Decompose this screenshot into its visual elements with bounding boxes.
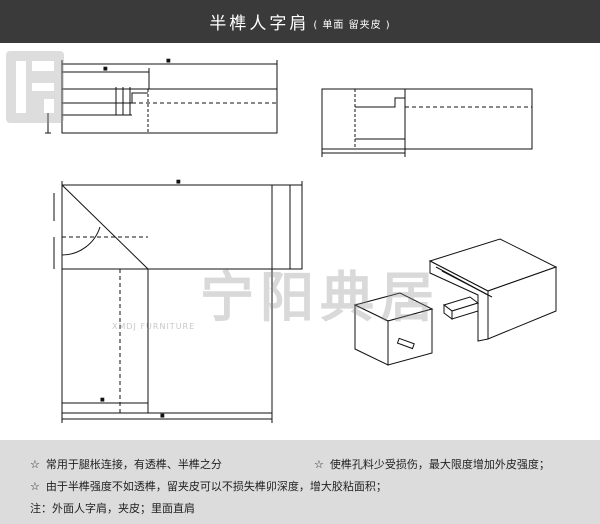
page-subtitle: ( 单面 留夹皮 ) bbox=[313, 20, 391, 31]
note-3: ☆由于半榫强度不如透榫，留夹皮可以不损失榫卯深度，增大胶粘面积； bbox=[30, 480, 387, 493]
exploded-3d-view bbox=[353, 238, 558, 366]
star-icon: ☆ bbox=[30, 458, 40, 471]
note-2: ☆使榫孔料少受损伤，最大限度增加外皮强度； bbox=[314, 458, 550, 471]
page-title: 半榫人字肩 bbox=[209, 14, 310, 34]
watermark-english: XMDJ FURNITURE bbox=[112, 322, 196, 331]
plan-view bbox=[53, 181, 303, 423]
note-1: ☆常用于腿枨连接，有透榫、半榫之分 bbox=[30, 458, 222, 471]
drawing-canvas: ■ ■ ■ ■ ■ 宁阳典居 XMDJ FURNITURE bbox=[0, 43, 600, 440]
star-icon: ☆ bbox=[30, 480, 40, 493]
star-icon: ☆ bbox=[314, 458, 324, 471]
svg-text:■: ■ bbox=[166, 58, 171, 64]
svg-text:■: ■ bbox=[103, 66, 108, 72]
technical-drawing: ■ ■ ■ ■ ■ bbox=[45, 58, 558, 423]
section-view bbox=[321, 88, 533, 157]
watermark-brand: 宁阳典居 bbox=[200, 265, 440, 329]
side-elevation-view bbox=[45, 60, 278, 134]
svg-text:■: ■ bbox=[100, 397, 105, 403]
header-bar: 半榫人字肩 ( 单面 留夹皮 ) bbox=[0, 0, 600, 43]
notes-panel: ☆常用于腿枨连接，有透榫、半榫之分 ☆使榫孔料少受损伤，最大限度增加外皮强度； … bbox=[0, 440, 600, 524]
note-4: 注：外面人字肩，夹皮；里面直肩 bbox=[30, 502, 195, 515]
svg-text:■: ■ bbox=[160, 413, 165, 419]
svg-text:■: ■ bbox=[176, 179, 181, 185]
watermark-logo-icon bbox=[6, 51, 64, 123]
